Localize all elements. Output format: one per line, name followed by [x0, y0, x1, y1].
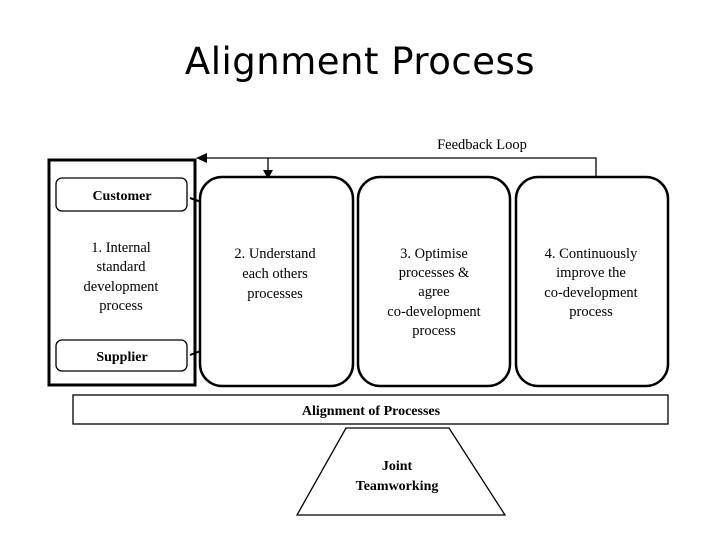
feedback-loop: Feedback Loop	[196, 134, 597, 179]
alignment-bar-label: Alignment of Processes	[302, 404, 441, 419]
step-3-line-4: co-development	[387, 304, 480, 320]
alignment-bar: Alignment of Processes	[72, 394, 669, 425]
step-2-box: 2. Understand each others processes	[198, 175, 355, 388]
slide-title: Alignment Process	[184, 40, 536, 83]
step-1-line-4: process	[99, 298, 143, 314]
customer-box	[55, 177, 188, 212]
step-4-line-2: improve the	[556, 265, 626, 281]
feedback-arrow-down-icon	[263, 170, 273, 179]
step-3-line-2: processes &	[399, 265, 470, 281]
step-3-line-3: agree	[418, 284, 449, 300]
step-1-line-2: standard	[96, 259, 146, 275]
step-1-line-3: development	[84, 279, 159, 295]
step-3-line-1: 3. Optimise	[400, 246, 468, 262]
step-4-box: 4. Continuously improve the co-developme…	[514, 175, 670, 388]
customer-label: Customer	[92, 189, 151, 204]
fulcrum-line-1: Joint	[382, 459, 413, 474]
feedback-arrow-left-icon	[196, 153, 207, 163]
step-4-line-4: process	[569, 304, 613, 320]
fulcrum: Joint Teamworking	[295, 427, 507, 516]
step-4-line-1: 4. Continuously	[545, 246, 638, 262]
supplier-label: Supplier	[96, 350, 147, 365]
step-3-line-5: process	[412, 323, 456, 339]
step-4-line-3: co-development	[544, 285, 637, 301]
step-2-line-2: each others	[242, 266, 308, 282]
step-1-box: Customer 1. Internal standard developmen…	[47, 158, 197, 387]
feedback-loop-label: Feedback Loop	[437, 137, 527, 153]
fulcrum-line-2: Teamworking	[356, 479, 439, 494]
supplier-box	[55, 339, 188, 372]
step-2-line-1: 2. Understand	[234, 246, 316, 262]
step-3-box: 3. Optimise processes & agree co-develop…	[356, 175, 512, 388]
step-1-line-1: 1. Internal	[91, 240, 151, 256]
step-2-line-3: processes	[247, 286, 303, 302]
